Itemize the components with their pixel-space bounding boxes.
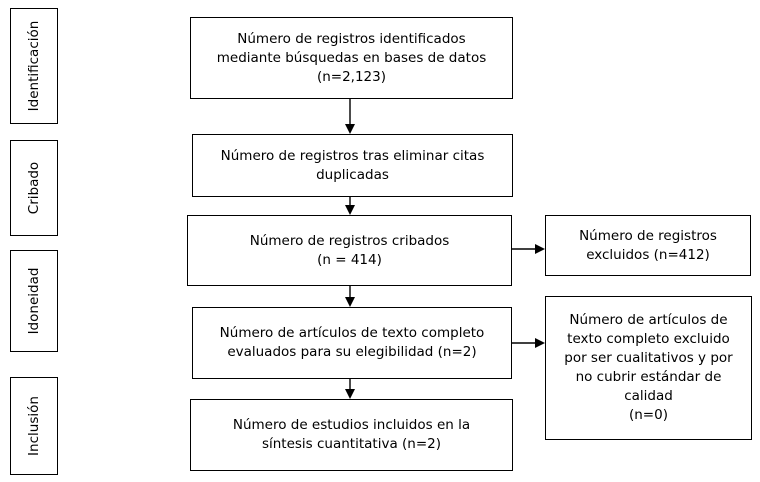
stage-inclusion: Inclusión (10, 377, 58, 475)
box-excluded-records: Número de registros excluidos (n=412) (545, 215, 751, 276)
box-after-duplicates-text: Número de registros tras eliminar citas … (220, 147, 485, 183)
box-fulltext-excluded: Número de artículos de texto completo ex… (545, 296, 752, 440)
stage-identificacion: Identificación (10, 8, 58, 124)
box-screened: Número de registros cribados (n = 414) (187, 215, 512, 286)
box-screened-text: Número de registros cribados (n = 414) (249, 232, 450, 268)
stage-idoneidad: Idoneidad (10, 250, 58, 352)
stage-cribado: Cribado (10, 140, 58, 236)
box-identified: Número de registros identificados median… (190, 17, 513, 99)
box-after-duplicates: Número de registros tras eliminar citas … (192, 134, 513, 197)
box-fulltext-assessed-text: Número de artículos de texto completo ev… (219, 325, 485, 360)
box-included: Número de estudios incluidos en la sínte… (190, 399, 513, 471)
box-included-text: Número de estudios incluidos en la sínte… (232, 417, 471, 452)
box-excluded-records-text: Número de registros excluidos (n=412) (579, 227, 717, 263)
box-fulltext-excluded-text: Número de artículos de texto completo ex… (564, 312, 733, 423)
box-identified-text: Número de registros identificados median… (216, 30, 487, 85)
box-fulltext-assessed: Número de artículos de texto completo ev… (192, 307, 512, 379)
